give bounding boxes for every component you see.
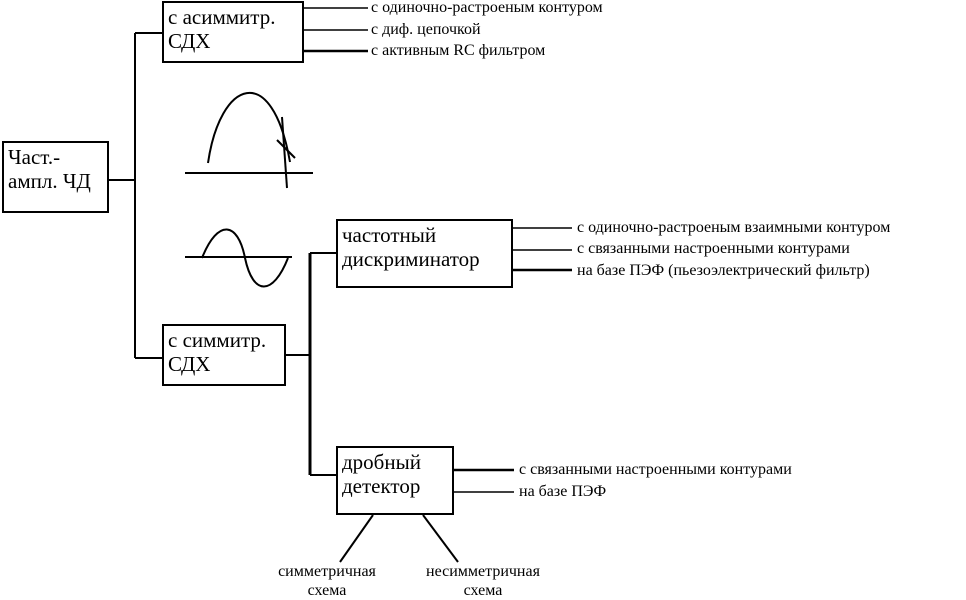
freq-disc-output-label: на базе ПЭФ (пьезоэлектрический фильтр) xyxy=(577,262,870,279)
asym-box-line2: СДХ xyxy=(168,29,211,53)
ratio-det-box: дробный детектор xyxy=(336,446,454,515)
ratio-det-output-label: с связанными настроенными контурами xyxy=(519,461,792,478)
sym-box: с симмитр. СДХ xyxy=(162,324,286,386)
asymmetric-scheme-line1: несимметричная xyxy=(426,563,540,580)
asym-output-label: с диф. цепочкой xyxy=(371,21,481,38)
asym-box-line1: с асиммитр. xyxy=(168,5,276,29)
ratio-det-line1: дробный xyxy=(342,450,421,474)
asym-output-label: с активным RC фильтром xyxy=(371,42,546,59)
symmetric-scheme-line2: схема xyxy=(307,582,347,599)
asymmetric-scheme-line2: схема xyxy=(463,582,503,599)
symmetric-scheme-line1: симметричная xyxy=(278,563,376,580)
symmetric-characteristic-sketch xyxy=(185,228,292,288)
symmetric-scheme-caption: симметричная схема xyxy=(262,562,392,600)
root-box-line2: ампл. ЧД xyxy=(8,169,91,193)
asymmetric-scheme-caption: несимметричная схема xyxy=(408,562,558,600)
freq-disc-line2: дискриминатор xyxy=(342,247,480,271)
asym-box: с асиммитр. СДХ xyxy=(162,1,304,63)
sym-box-line1: с симмитр. xyxy=(168,328,267,352)
asymmetric-characteristic-sketch xyxy=(185,92,313,189)
asym-output-label: с одиночно-растроеным контуром xyxy=(371,0,603,16)
root-box-line1: Част.- xyxy=(8,145,61,169)
sym-box-line2: СДХ xyxy=(168,352,211,376)
freq-disc-output-label: с связанными настроенными контурами xyxy=(577,240,850,257)
ratio-det-output-label: на базе ПЭФ xyxy=(519,483,607,500)
freq-disc-line1: частотный xyxy=(342,223,437,247)
root-box: Част.- ампл. ЧД xyxy=(2,141,109,213)
freq-disc-box: частотный дискриминатор xyxy=(336,219,513,288)
freq-disc-output-label: с одиночно-растроеным взаимными контуром xyxy=(577,219,891,236)
ratio-det-line2: детектор xyxy=(342,474,421,498)
